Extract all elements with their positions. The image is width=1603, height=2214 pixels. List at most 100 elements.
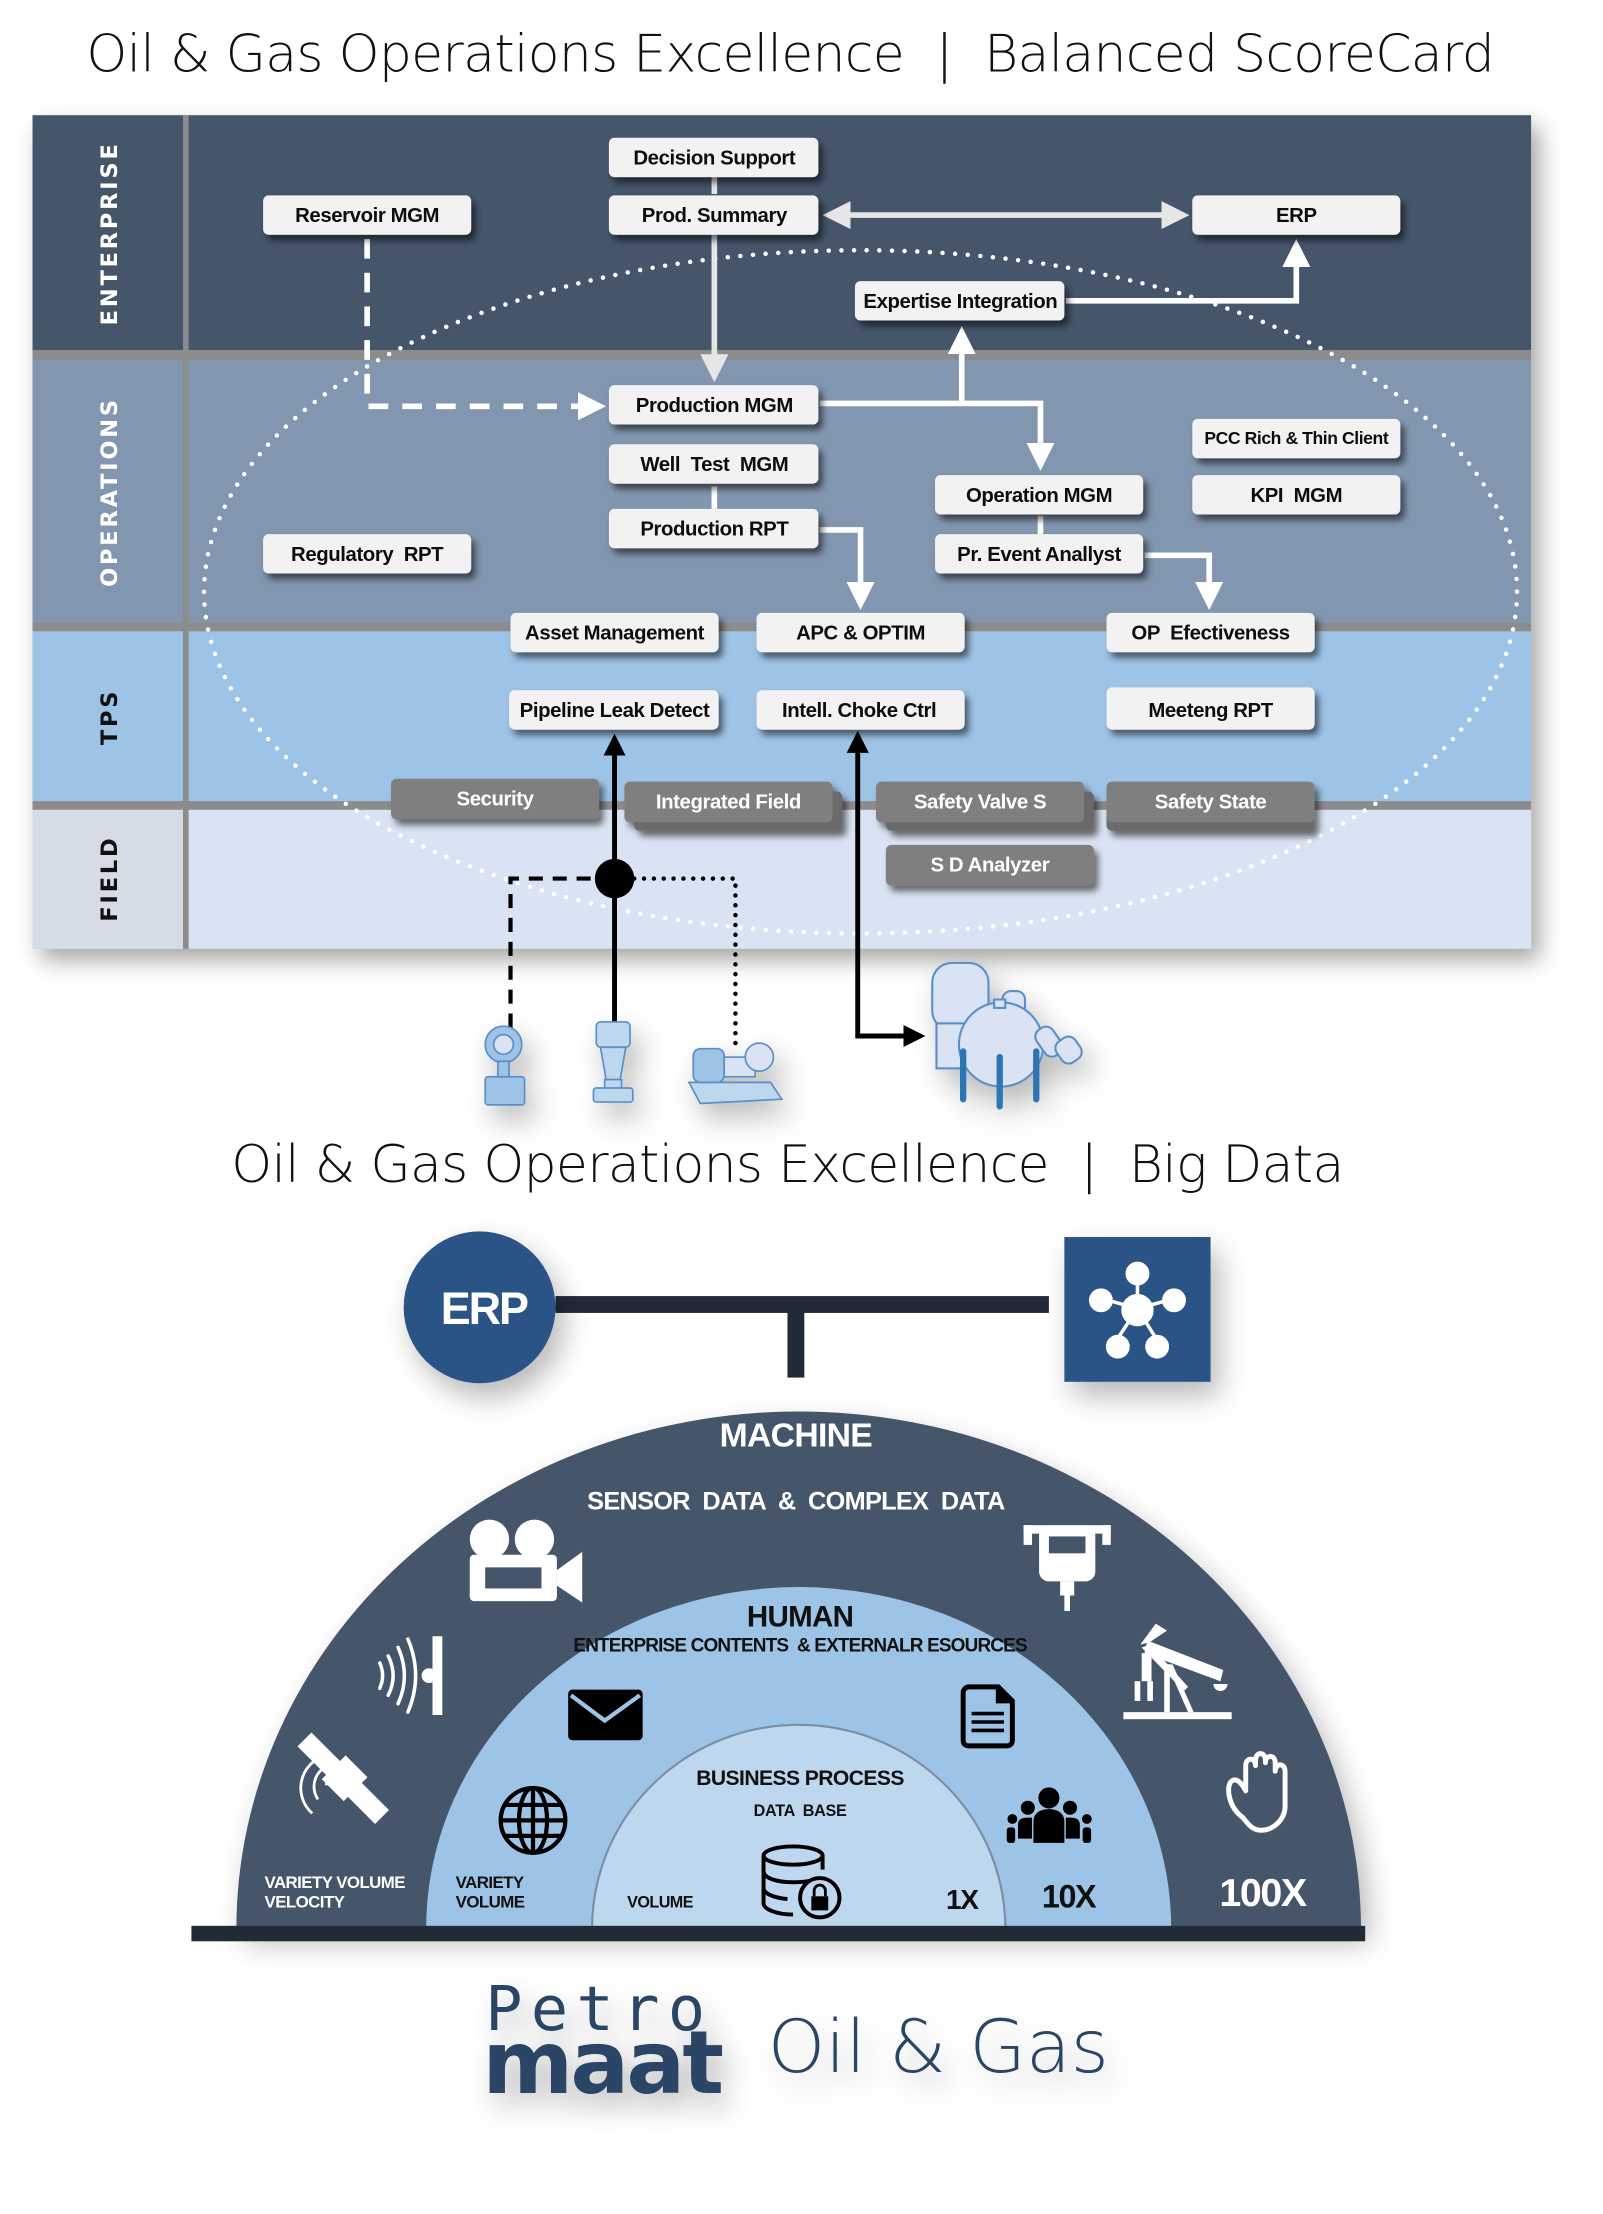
svg-text:Integrated Field: Integrated Field [656,791,801,813]
machine-multiplier: 100X [1219,1871,1306,1915]
box-security[interactable]: Security [391,778,600,820]
human-dim-1: VARIETY [456,1873,524,1892]
lane-label-tps: TPS [97,689,123,745]
svg-text:KPI MGM: KPI MGM [1250,485,1342,507]
machine-title: MACHINE [720,1416,873,1454]
base-bar [191,1925,1366,1942]
box-intell-choke-ctrl[interactable]: Intell. Choke Ctrl [756,690,965,730]
box-asset-management[interactable]: Asset Management [510,612,719,653]
svg-text:PCC Rich & Thin Client: PCC Rich & Thin Client [1204,428,1388,448]
business-multiplier: 1X [946,1884,979,1915]
business-title: BUSINESS PROCESS [696,1767,904,1790]
box-op-effectiveness[interactable]: OP Efectiveness [1106,612,1315,653]
box-decision-support[interactable]: Decision Support [608,137,819,178]
box-prod-summary[interactable]: Prod. Summary [608,195,819,235]
module-boxes: Decision Support Prod. Summary Reservoir… [263,137,1401,730]
machine-dim-2: VELOCITY [265,1893,345,1912]
box-erp[interactable]: ERP [1192,195,1401,235]
svg-text:Security: Security [457,788,535,810]
people-group-icon [1006,1787,1092,1843]
svg-text:Meeteng RPT: Meeteng RPT [1148,700,1273,722]
box-well-test-mgm[interactable]: Well Test MGM [608,444,819,484]
jackhammer-icon [1023,1525,1111,1611]
lane-label-field: FIELD [97,836,123,922]
hand-icon [1226,1751,1288,1833]
svg-text:Asset Management: Asset Management [525,623,705,645]
field-devices [484,961,1083,1110]
erp-connector [555,1296,1049,1378]
box-expertise-integration[interactable]: Expertise Integration [854,281,1065,321]
human-title: HUMAN [747,1600,853,1633]
svg-text:Production MGM: Production MGM [636,395,793,417]
box-production-rpt[interactable]: Production RPT [608,508,819,549]
business-subtitle: DATA BASE [754,1802,847,1820]
lane-label-enterprise: ENTERPRISE [97,141,123,325]
svg-text:S D Analyzer: S D Analyzer [930,855,1049,877]
machine-dim-1: VARIETY VOLUME [265,1873,406,1892]
svg-text:Safety State: Safety State [1155,791,1267,813]
brand-petro: Petro [485,1973,713,2045]
svg-text:Expertise Integration: Expertise Integration [863,291,1057,313]
bigdata-title: Oil & Gas Operations Excellence | Big Da… [231,1135,1343,1195]
svg-text:APC & OPTIM: APC & OPTIM [796,623,925,645]
tier-business [590,1723,1007,1930]
svg-text:Regulatory RPT: Regulatory RPT [291,544,444,566]
control-valve-icon [592,1021,634,1103]
pumpjack-icon [1123,1623,1232,1720]
svg-text:Safety Valve S: Safety Valve S [914,791,1046,813]
business-dim-1: VOLUME [627,1894,694,1912]
svg-text:Pipeline Leak Detect: Pipeline Leak Detect [520,700,710,722]
brand-logo: Petro maat Oil & Gas [482,1973,1108,2114]
erp-label: ERP [441,1283,528,1334]
lane-field [32,809,1532,949]
box-reservoir-mgm[interactable]: Reservoir MGM [263,195,472,235]
machine-subtitle: SENSOR DATA & COMPLEX DATA [587,1488,1005,1516]
connectors [364,177,1311,1069]
pressure-transmitter-icon [484,1025,526,1106]
lane-label-operations: OPERATIONS [97,397,123,587]
svg-text:Prod. Summary: Prod. Summary [642,205,788,227]
box-apc-optim[interactable]: APC & OPTIM [756,612,965,653]
box-safety-state[interactable]: Safety State [1106,781,1315,831]
box-sd-analyzer[interactable]: S D Analyzer [885,844,1094,886]
box-operation-mgm[interactable]: Operation MGM [935,475,1144,515]
svg-text:OP Efectiveness: OP Efectiveness [1131,623,1289,645]
secure-database-icon [761,1844,842,1920]
safety-boxes: Security Integrated Field Safety Valve S… [391,778,1315,886]
svg-text:Reservoir MGM: Reservoir MGM [295,205,439,227]
brand-tagline: Oil & Gas [768,2005,1109,2090]
box-integrated-field[interactable]: Integrated Field [624,781,843,831]
scorecard-title: Oil & Gas Operations Excellence | Balanc… [86,25,1494,85]
box-production-mgm[interactable]: Production MGM [608,385,819,425]
junction-node [594,858,635,899]
svg-text:Intell. Choke Ctrl: Intell. Choke Ctrl [782,700,936,722]
box-meeteng-rpt[interactable]: Meeteng RPT [1106,687,1315,730]
signal-sensor-icon [378,1636,443,1715]
erp-node[interactable]: ERP [403,1231,556,1384]
svg-text:Decision Support: Decision Support [633,147,796,169]
globe-icon [498,1785,568,1855]
separator-vessel-icon [931,961,1083,1110]
box-safety-valve-s[interactable]: Safety Valve S [876,781,1094,831]
scope-ellipse [201,247,1520,936]
human-multiplier: 10X [1042,1879,1097,1915]
svg-text:Well Test MGM: Well Test MGM [640,454,788,476]
human-dim-2: VOLUME [456,1893,525,1912]
box-pcc-rich-thin-client[interactable]: PCC Rich & Thin Client [1192,418,1401,459]
video-camera-icon [469,1519,583,1603]
satellite-icon [297,1732,389,1824]
box-pr-event-analyst[interactable]: Pr. Event Anallyst [935,534,1144,574]
box-pipeline-leak-detect[interactable]: Pipeline Leak Detect [509,690,719,730]
document-icon [960,1684,1015,1749]
envelope-icon [568,1689,643,1741]
box-regulatory-rpt[interactable]: Regulatory RPT [263,534,472,574]
pump-motor-icon [687,1042,784,1105]
svg-text:ERP: ERP [1276,205,1317,227]
svg-text:Production RPT: Production RPT [640,519,789,541]
network-hub-icon [1088,1261,1186,1359]
brand-maat: maat [482,2012,722,2114]
box-kpi-mgm[interactable]: KPI MGM [1192,475,1401,515]
network-node[interactable] [1064,1237,1211,1382]
svg-text:Pr. Event Anallyst: Pr. Event Anallyst [957,544,1121,566]
